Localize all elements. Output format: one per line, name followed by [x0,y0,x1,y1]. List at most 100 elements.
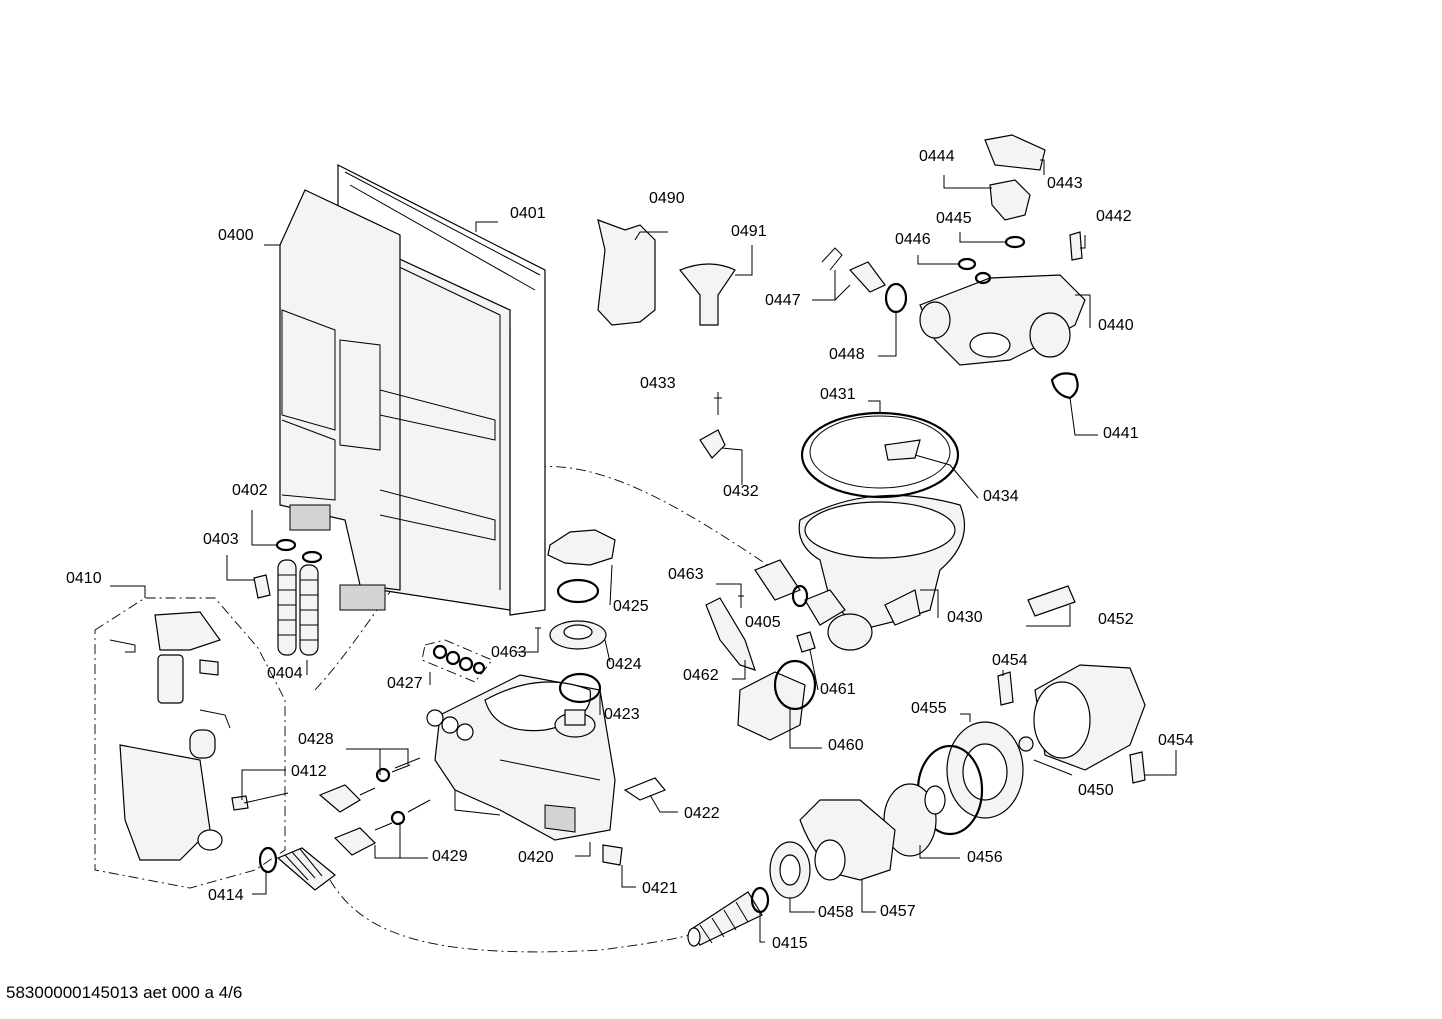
label-0443: 0443 [1047,175,1083,192]
pump-housing-0455 [946,721,1024,819]
clip-0454b [1129,751,1146,784]
label-0425: 0425 [613,598,649,615]
label-0491: 0491 [731,223,767,240]
label-0490: 0490 [649,190,685,207]
funnel-0491 [679,263,736,326]
label-0422: 0422 [684,805,720,822]
label-0432: 0432 [723,483,759,500]
sensor-0444 [989,179,1031,221]
document-id-footer: 58300000145013 aet 000 a 4/6 [6,983,243,1002]
label-0446: 0446 [895,231,931,248]
hose-0415 [687,891,763,947]
clamp-0441 [1050,372,1079,400]
label-0405: 0405 [745,614,781,631]
seal-ring-0445 [1004,235,1026,249]
label-0421: 0421 [642,880,678,897]
label-0454-top: 0454 [992,652,1028,669]
seal-ring-0446 [957,257,977,271]
cover-0443 [984,134,1046,171]
clip-0432 [699,429,726,459]
clip-0442 [1069,231,1083,261]
sump-ring-0431 [800,411,960,499]
label-0461: 0461 [820,681,856,698]
label-0423: 0423 [604,706,640,723]
water-guide-0440 [919,274,1086,366]
bearing-0450 [1018,736,1034,752]
label-0428: 0428 [298,731,334,748]
label-0452: 0452 [1098,611,1134,628]
seal-ring-0448 [884,282,908,314]
cartridge-0452 [1027,585,1076,617]
clip-0403 [253,574,271,599]
label-0445: 0445 [936,210,972,227]
label-0414: 0414 [208,887,244,904]
label-0444: 0444 [919,148,955,165]
seal-ring-0402b [301,550,323,564]
clip-0454a [997,671,1014,706]
label-0429: 0429 [432,848,468,865]
label-0415: 0415 [772,935,808,952]
hose-0414 [276,847,336,891]
clip-0421 [602,844,623,866]
label-0456: 0456 [967,849,1003,866]
bracket-0462 [705,597,756,671]
label-0431: 0431 [820,386,856,403]
label-0460: 0460 [828,737,864,754]
seal-ring-0460 [773,659,817,711]
label-0457: 0457 [880,903,916,920]
label-0440: 0440 [1098,317,1134,334]
label-0403: 0403 [203,531,239,548]
label-0401: 0401 [510,205,546,222]
valve-0429 [333,799,431,856]
nut-0425 [547,529,616,566]
seal-ring-0414 [258,846,278,874]
bracket-0447 [821,247,843,271]
label-0420: 0420 [518,849,554,866]
seal-ring-0446b [974,271,992,285]
pump-0460 [737,671,806,741]
seal-ring-0423 [558,672,602,704]
label-0412: 0412 [291,763,327,780]
seal-0458 [769,841,811,899]
label-0430: 0430 [947,609,983,626]
label-0427: 0427 [387,675,423,692]
label-0462: 0462 [683,667,719,684]
sump-0430 [798,494,966,651]
clip-0434 [884,439,921,461]
water-softener-0420 [426,674,616,841]
hose-0405 [754,559,801,601]
air-duct-0400 [279,189,496,611]
label-0463-right: 0463 [668,566,704,583]
pump-body-0457 [799,799,896,881]
label-0463-left: 0463 [491,644,527,661]
label-0455: 0455 [911,700,947,717]
label-0424: 0424 [606,656,642,673]
label-0433: 0433 [640,375,676,392]
seal-ring-0405 [791,584,809,608]
seal-set-0427 [421,639,493,683]
label-0410: 0410 [66,570,102,587]
jug-0490 [597,219,656,326]
label-0434: 0434 [983,488,1019,505]
seal-ring-0415 [750,886,770,914]
nut-0424 [549,620,607,650]
seal-ring-0425 [556,578,600,604]
label-0450: 0450 [1078,782,1114,799]
label-0400: 0400 [218,227,254,244]
motor-0450 [1033,664,1146,771]
label-0458: 0458 [818,904,854,921]
label-0448: 0448 [829,346,865,363]
label-0404: 0404 [267,665,303,682]
water-switch-module-0410 [109,611,249,861]
clip-0422 [623,777,666,801]
leader-lines [110,159,1177,943]
seal-ring-0402 [275,538,297,552]
clip-0461 [796,631,816,653]
hose-route-line [329,879,691,953]
valve-0428 [318,757,421,813]
impeller-0456 [883,783,946,857]
screw-0463b [738,595,744,608]
module-boundary [94,597,286,889]
label-0441: 0441 [1103,425,1139,442]
